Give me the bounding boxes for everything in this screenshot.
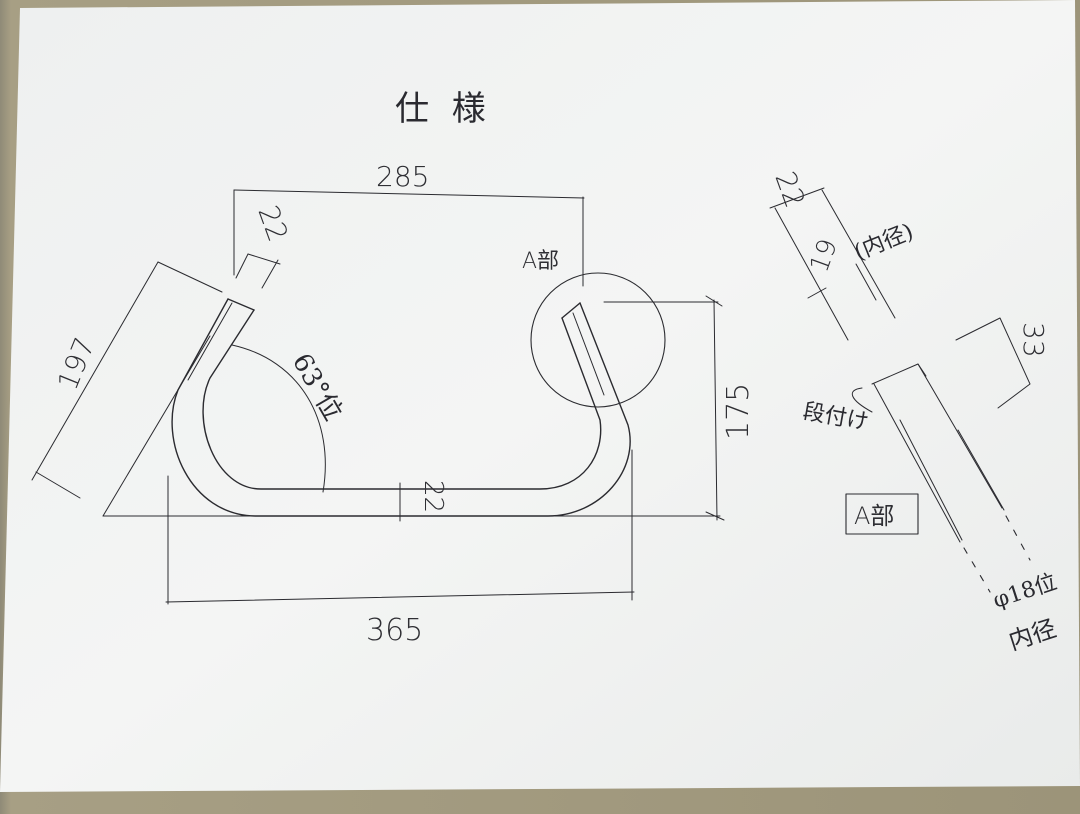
dim-365-label: 365 xyxy=(366,613,423,648)
part-a-box-label: A部 xyxy=(854,502,894,530)
dim-175-label: 175 xyxy=(721,383,756,440)
part-a-circle xyxy=(530,272,666,408)
dim-175 xyxy=(603,295,725,521)
dim-22-bottom xyxy=(392,482,408,522)
dim-365 xyxy=(165,449,635,605)
part-a-top-label: A部 xyxy=(522,249,559,274)
dim-285 xyxy=(233,189,585,287)
title: 仕 様 xyxy=(395,89,492,129)
dim-22-bottom-label: 22 xyxy=(418,480,448,513)
step-leader xyxy=(851,387,873,413)
detail-wall xyxy=(769,187,896,341)
dim-197 xyxy=(31,261,223,499)
paper-sheet xyxy=(0,0,1080,792)
part-a-box xyxy=(845,493,919,535)
dim-285-label: 285 xyxy=(376,160,429,193)
angle-arc xyxy=(231,344,326,493)
dim-22-top xyxy=(235,253,281,289)
detail-length-label: 33 xyxy=(1017,322,1050,358)
detail-step xyxy=(871,317,1031,543)
construction-lines xyxy=(102,335,721,517)
